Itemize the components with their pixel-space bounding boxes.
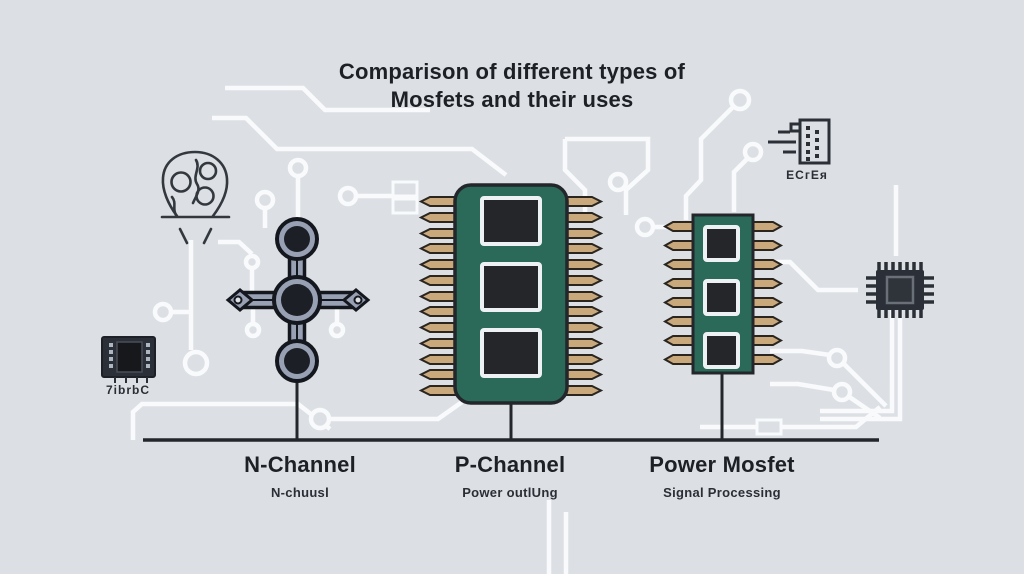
chip-module-caption: 7ibrbC	[105, 383, 150, 397]
memory-module-caption: ЕСгЕя	[786, 168, 828, 182]
power-mosfet-subtitle: Signal Processing	[663, 485, 781, 500]
chip-module-icon	[101, 336, 156, 383]
lightbulb-circuit-icon	[160, 150, 231, 245]
column-label-p-channel: P-Channel Power outlUng	[390, 452, 630, 500]
n-channel-title: N-Channel	[244, 452, 356, 477]
power-mosfet-chip	[664, 213, 782, 439]
column-label-n-channel: N-Channel N-chuusl	[180, 452, 420, 500]
title-line-1: Comparison of different types of	[338, 59, 686, 84]
microchip-icon	[866, 262, 934, 318]
p-channel-title: P-Channel	[454, 452, 566, 477]
n-channel-symbol	[225, 217, 371, 439]
page-title: Comparison of different types of Mosfets…	[0, 58, 1024, 114]
column-label-power-mosfet: Power Mosfet Signal Processing	[602, 452, 842, 500]
circuit-trace-background	[130, 85, 903, 574]
p-channel-chip	[420, 183, 602, 439]
title-line-2: Mosfets and their uses	[390, 87, 634, 112]
p-channel-subtitle: Power outlUng	[462, 485, 558, 500]
power-mosfet-title: Power Mosfet	[649, 452, 795, 477]
n-channel-subtitle: N-chuusl	[270, 485, 329, 500]
memory-module-icon	[768, 118, 831, 165]
